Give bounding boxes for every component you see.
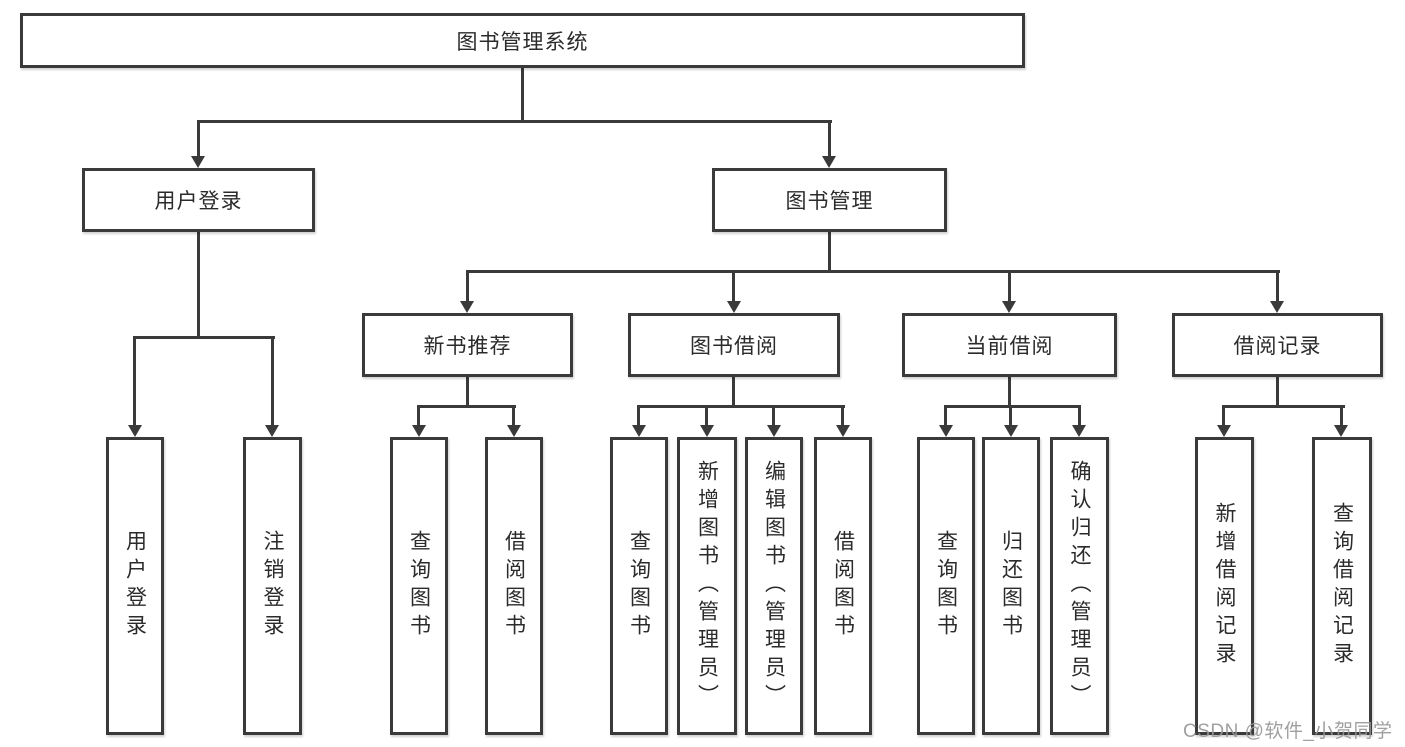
connector-segment [1008,270,1011,303]
connector-segment [512,405,515,427]
leaf-cur-confirm-return-label: 确认归还（管理员） [1068,460,1091,712]
connector-segment [1009,405,1012,427]
node-book-borrow-label: 图书借阅 [690,335,778,358]
connector-segment [466,270,1280,273]
connector-segment [1340,405,1343,427]
arrow-down-icon [1002,301,1016,313]
leaf-bw-edit-books-label: 编辑图书（管理员） [762,460,786,712]
arrow-down-icon [767,425,781,437]
leaf-cur-confirm-return: 确认归还（管理员） [1050,437,1109,735]
connector-segment [1222,405,1345,408]
connector-segment [637,405,640,427]
leaf-logout: 注销登录 [243,437,302,735]
node-borrow-records: 借阅记录 [1172,313,1383,377]
arrow-down-icon [1004,425,1018,437]
leaf-nb-borrow-books-label: 借阅图书 [502,530,526,642]
connector-segment [1008,377,1011,407]
connector-segment [197,120,832,123]
arrow-down-icon [700,425,714,437]
leaf-nb-query-books-label: 查询图书 [407,530,431,642]
arrow-down-icon [191,156,205,168]
node-current-borrow: 当前借阅 [902,313,1117,377]
connector-segment [271,336,274,427]
connector-segment [1276,377,1279,407]
arrow-down-icon [1334,425,1348,437]
connector-segment [417,405,516,408]
leaf-rec-query-record-label: 查询借阅记录 [1330,502,1354,670]
leaf-cur-query-books-label: 查询图书 [934,530,958,642]
arrow-down-icon [1072,425,1086,437]
connector-segment [1222,405,1225,427]
arrow-down-icon [1217,425,1231,437]
leaf-cur-return-books: 归还图书 [982,437,1040,735]
node-user-login: 用户登录 [82,168,315,232]
connector-segment [1276,270,1279,303]
node-root: 图书管理系统 [20,13,1025,68]
connector-segment [133,336,275,339]
leaf-rec-query-record: 查询借阅记录 [1312,437,1372,735]
leaf-user-login-label: 用户登录 [123,530,147,642]
node-root-label: 图书管理系统 [456,30,589,54]
csdn-watermark: CSDN @软件_小贺同学 [1183,721,1393,742]
arrow-down-icon [1270,301,1284,313]
arrow-down-icon [265,425,279,437]
arrow-down-icon [939,425,953,437]
arrow-down-icon [822,156,836,168]
connector-segment [732,270,735,303]
connector-segment [197,120,200,158]
leaf-bw-query-books-label: 查询图书 [627,530,651,642]
node-book-management-label: 图书管理 [785,190,874,213]
connector-segment [521,68,524,123]
connector-segment [466,270,469,303]
leaf-user-login: 用户登录 [106,437,164,735]
leaf-nb-query-books: 查询图书 [390,437,448,735]
leaf-bw-query-books: 查询图书 [610,437,668,735]
arrow-down-icon [836,425,850,437]
node-borrow-records-label: 借阅记录 [1233,335,1322,358]
arrow-down-icon [412,425,426,437]
leaf-bw-edit-books: 编辑图书（管理员） [745,437,803,735]
node-current-borrow-label: 当前借阅 [965,335,1054,358]
arrow-down-icon [128,425,142,437]
leaf-bw-borrow-books: 借阅图书 [814,437,872,735]
node-book-borrow: 图书借阅 [628,313,840,377]
connector-segment [732,377,735,407]
leaf-nb-borrow-books: 借阅图书 [485,437,543,735]
leaf-bw-borrow-books-label: 借阅图书 [831,530,855,642]
leaf-cur-return-books-label: 归还图书 [999,530,1023,642]
leaf-bw-add-books-label: 新增图书（管理员） [695,460,719,712]
connector-segment [772,405,775,427]
connector-segment [944,405,1081,408]
connector-segment [828,120,831,158]
leaf-logout-label: 注销登录 [261,530,284,642]
connector-segment [133,336,136,427]
connector-segment [841,405,844,427]
node-new-book-recommend-label: 新书推荐 [423,335,512,358]
connector-segment [417,405,420,427]
arrow-down-icon [632,425,646,437]
leaf-rec-add-record-label: 新增借阅记录 [1213,502,1236,670]
leaf-bw-add-books: 新增图书（管理员） [677,437,737,735]
connector-segment [828,232,831,273]
arrow-down-icon [460,301,474,313]
node-book-management: 图书管理 [712,168,947,232]
node-user-login-label: 用户登录 [154,190,243,213]
connector-segment [944,405,947,427]
connector-segment [705,405,708,427]
connector-segment [466,377,469,407]
connector-segment [1078,405,1081,427]
connector-segment [637,405,845,408]
arrow-down-icon [507,425,521,437]
leaf-cur-query-books: 查询图书 [917,437,975,735]
leaf-rec-add-record: 新增借阅记录 [1195,437,1254,735]
node-new-book-recommend: 新书推荐 [362,313,573,377]
arrow-down-icon [727,301,741,313]
connector-segment [197,232,200,338]
